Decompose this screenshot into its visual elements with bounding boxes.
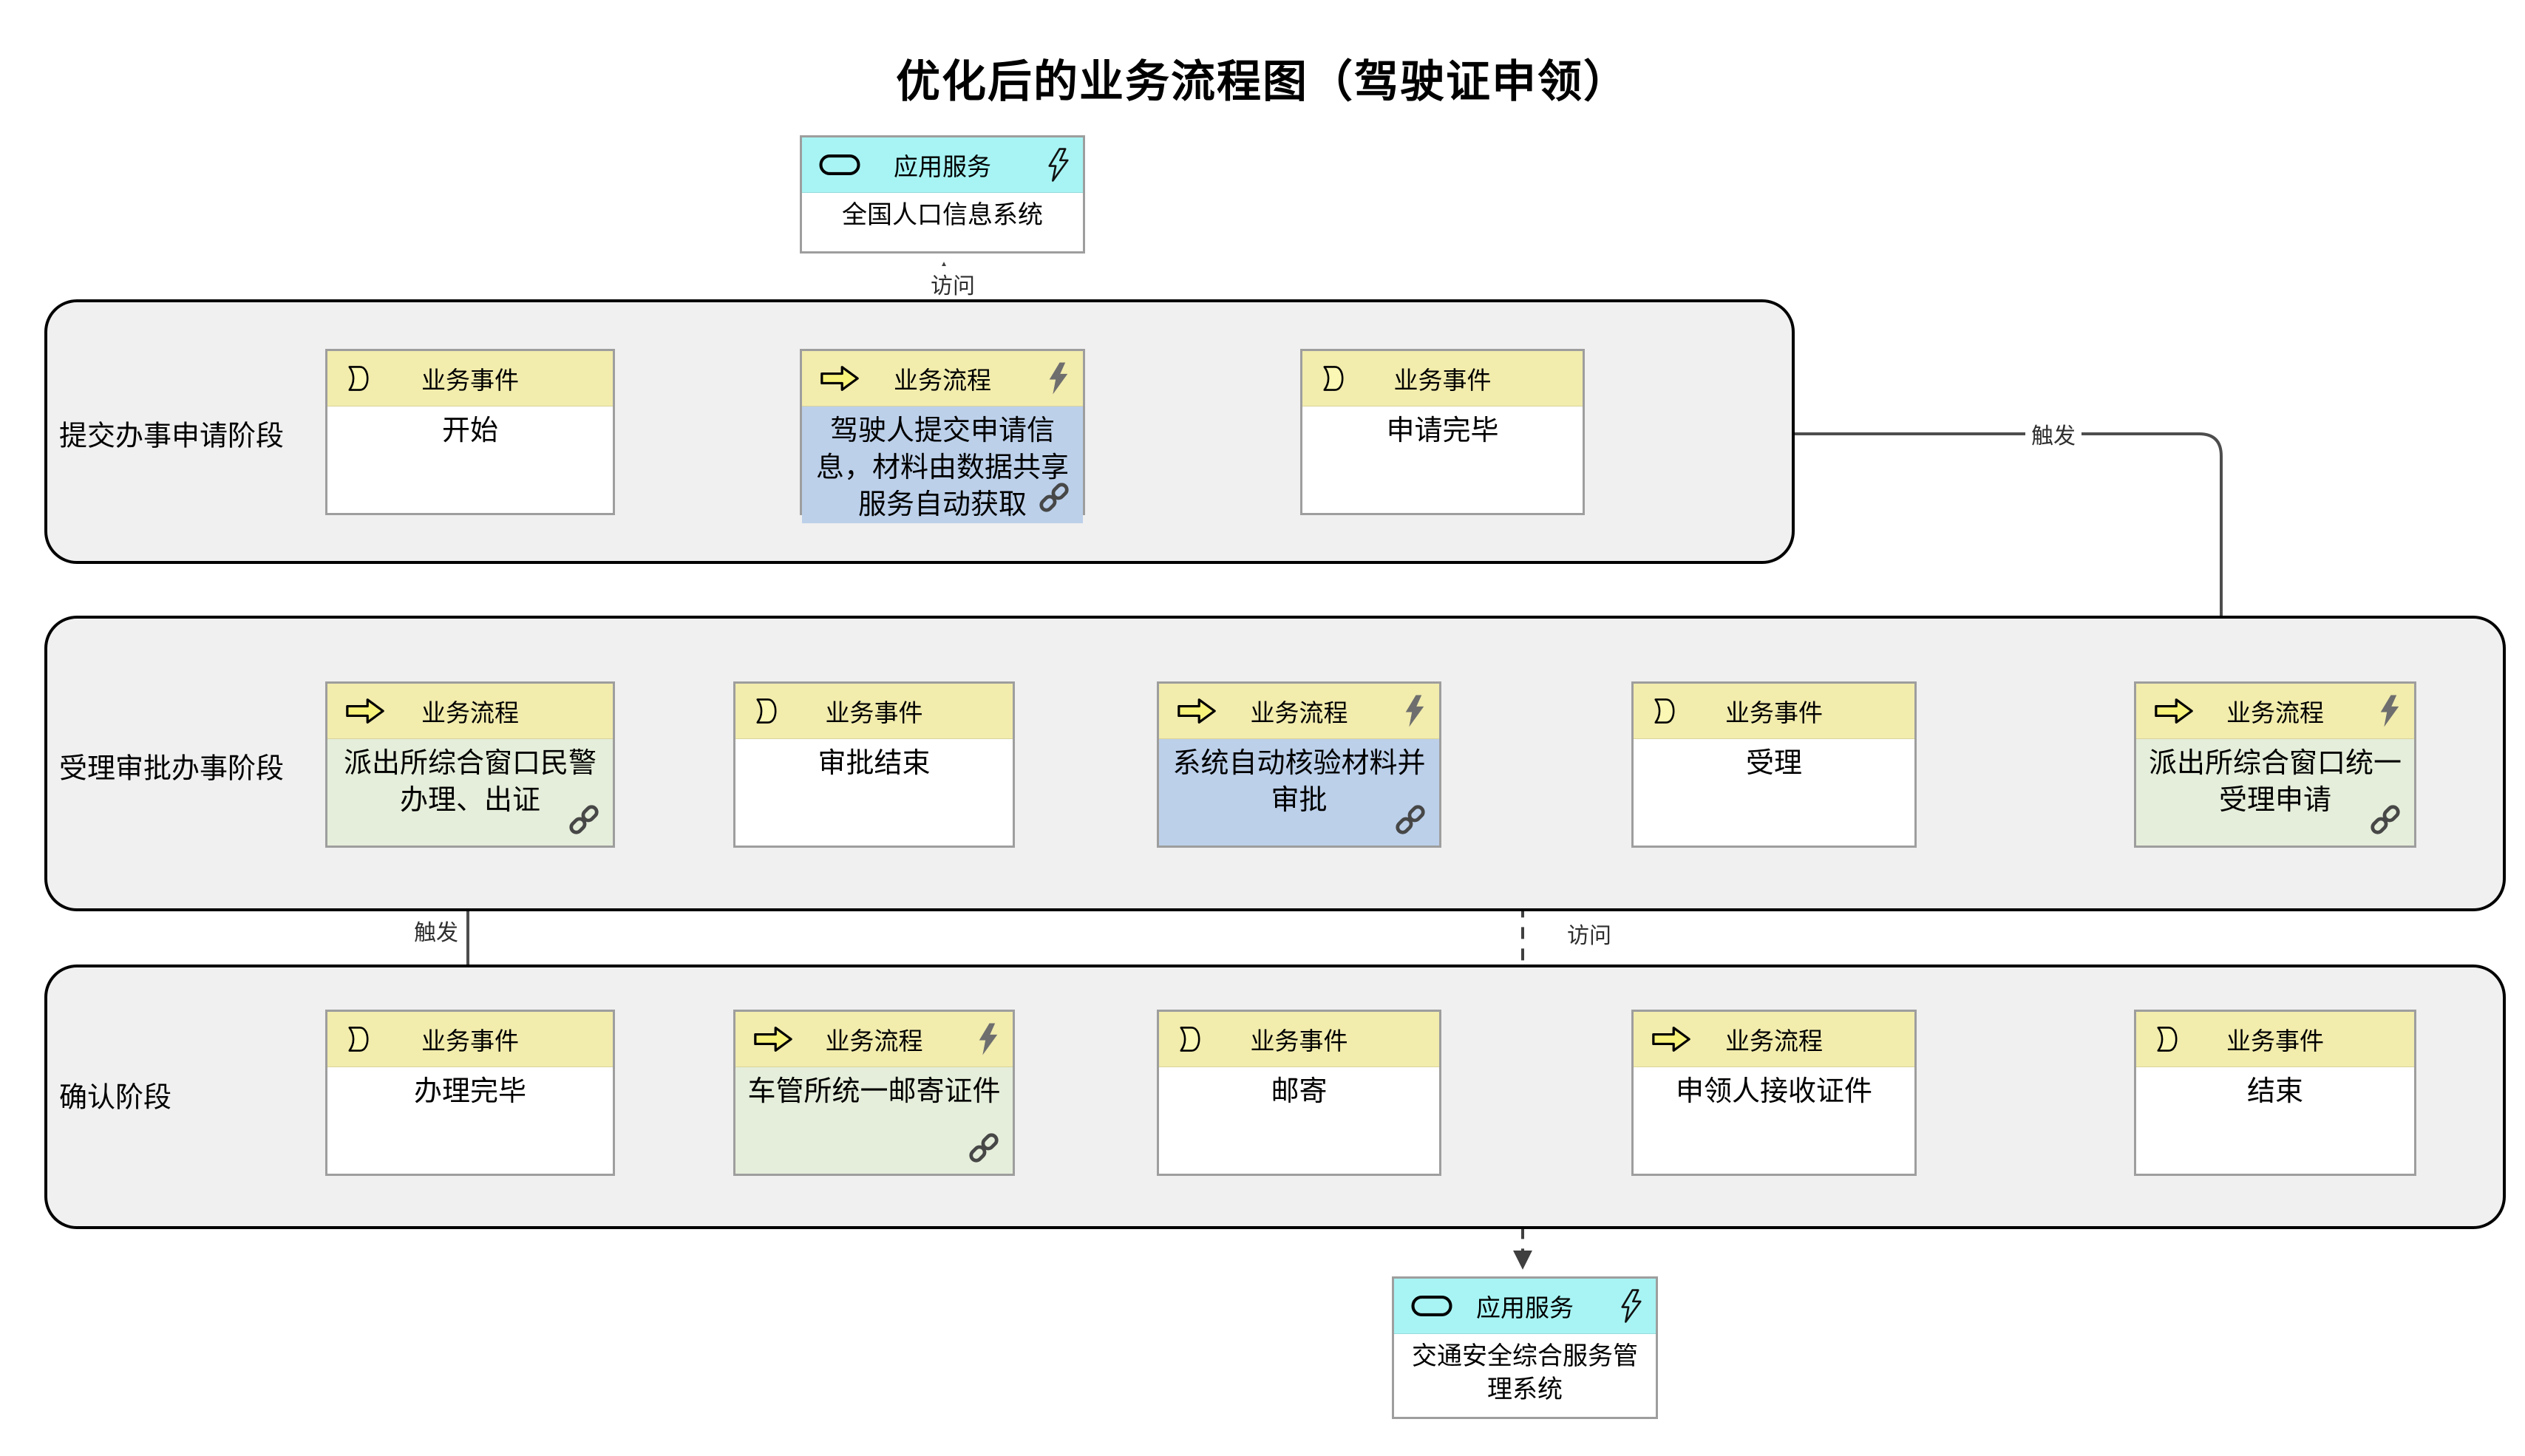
- node-type-label: 业务流程: [2226, 699, 2324, 727]
- node-process-system-auto-verify[interactable]: 业务流程 系统自动核验材料并审批: [1157, 681, 1441, 848]
- node-type-label: 业务事件: [1725, 699, 1823, 727]
- lane-label-submit-application-phase: 提交办事申请阶段: [59, 421, 285, 452]
- node-name: 申请完毕: [1302, 406, 1583, 513]
- node-event-end[interactable]: 业务事件 结束: [2134, 1010, 2416, 1176]
- lane-label-confirmation-phase: 确认阶段: [59, 1082, 172, 1114]
- business-process-icon: [1652, 1027, 1690, 1052]
- lightning-icon: [1405, 695, 1424, 727]
- link-icon: [1392, 801, 1429, 838]
- business-process-icon: [754, 1027, 792, 1052]
- node-type-label: 业务事件: [1393, 367, 1492, 394]
- node-type-label: 业务流程: [421, 699, 519, 727]
- node-type-label: 业务事件: [825, 699, 923, 727]
- edge-label-trigger: 触发: [408, 913, 464, 948]
- link-icon: [565, 801, 602, 838]
- node-name: 邮寄: [1159, 1067, 1439, 1174]
- node-name: 驾驶人提交申请信息，材料由数据共享服务自动获取: [815, 415, 1069, 521]
- link-icon: [2367, 801, 2404, 838]
- node-type-label: 业务流程: [1725, 1027, 1823, 1055]
- node-process-driver-submit-application[interactable]: 业务流程 驾驶人提交申请信息，材料由数据共享服务自动获取: [800, 349, 1085, 524]
- business-event-icon: [348, 366, 369, 391]
- node-name: 交通安全综合服务管理系统: [1394, 1334, 1656, 1417]
- node-type-label: 业务流程: [825, 1027, 923, 1055]
- node-name: 派出所综合窗口民警办理、出证: [343, 748, 597, 817]
- lightning-outline-icon: [1048, 148, 1069, 182]
- node-event-approval-finished[interactable]: 业务事件 审批结束: [733, 681, 1015, 848]
- node-name: 办理完毕: [327, 1067, 613, 1174]
- business-process-icon: [1177, 698, 1216, 724]
- node-process-dmv-mail-license[interactable]: 业务流程 车管所统一邮寄证件: [733, 1010, 1015, 1176]
- node-event-start[interactable]: 业务事件 开始: [325, 349, 615, 515]
- lightning-icon: [1049, 362, 1068, 395]
- business-event-icon: [348, 1027, 369, 1052]
- node-name: 系统自动核验材料并审批: [1172, 748, 1426, 817]
- node-application-service-population-system[interactable]: 应用服务 全国人口信息系统: [800, 135, 1085, 254]
- lightning-outline-icon: [1621, 1289, 1642, 1323]
- node-event-processing-complete[interactable]: 业务事件 办理完毕: [325, 1010, 615, 1176]
- link-icon: [965, 1129, 1002, 1166]
- lane-label-acceptance-approval-phase: 受理审批办事阶段: [59, 753, 285, 785]
- link-icon: [1036, 479, 1073, 516]
- node-name: 车管所统一邮寄证件: [747, 1076, 1001, 1107]
- node-name: 审批结束: [735, 739, 1013, 846]
- node-name: 受理: [1634, 739, 1914, 846]
- node-application-service-traffic-system[interactable]: 应用服务 交通安全综合服务管理系统: [1392, 1276, 1658, 1419]
- node-type-label: 业务流程: [1250, 699, 1348, 727]
- edge-label-access: 访问: [1561, 916, 1617, 951]
- business-event-icon: [2157, 1027, 2178, 1052]
- node-name: 派出所综合窗口统一受理申请: [2148, 748, 2402, 817]
- node-type-label: 业务事件: [421, 367, 519, 394]
- node-name: 全国人口信息系统: [802, 193, 1083, 251]
- node-name: 开始: [327, 406, 613, 513]
- application-service-icon: [1410, 1293, 1453, 1319]
- business-event-icon: [1323, 366, 1344, 391]
- edge-label-trigger: 触发: [2025, 416, 2081, 452]
- node-type-label: 业务事件: [2226, 1027, 2324, 1055]
- business-event-icon: [1180, 1027, 1200, 1052]
- node-type-label: 应用服务: [894, 153, 991, 180]
- node-process-unified-acceptance[interactable]: 业务流程 派出所综合窗口统一受理申请: [2134, 681, 2416, 848]
- node-type-label: 业务流程: [894, 367, 991, 394]
- business-process-icon: [2155, 698, 2193, 724]
- lightning-icon: [2380, 695, 2399, 727]
- node-name: 申领人接收证件: [1634, 1067, 1914, 1174]
- node-event-mailed[interactable]: 业务事件 邮寄: [1157, 1010, 1441, 1176]
- business-event-icon: [1654, 698, 1675, 724]
- node-type-label: 业务事件: [1250, 1027, 1348, 1055]
- lightning-icon: [979, 1023, 998, 1055]
- page-title: 优化后的业务流程图（驾驶证申领）: [896, 57, 1629, 106]
- node-process-police-window-issue[interactable]: 业务流程 派出所综合窗口民警办理、出证: [325, 681, 615, 848]
- node-type-label: 应用服务: [1476, 1294, 1574, 1321]
- business-process-icon: [820, 366, 859, 391]
- node-event-accepted[interactable]: 业务事件 受理: [1631, 681, 1917, 848]
- business-event-icon: [756, 698, 777, 724]
- business-process-icon: [346, 698, 384, 724]
- node-event-application-complete[interactable]: 业务事件 申请完毕: [1300, 349, 1585, 515]
- node-process-applicant-receives-license[interactable]: 业务流程 申领人接收证件: [1631, 1010, 1917, 1176]
- application-service-icon: [818, 152, 861, 177]
- node-name: 结束: [2136, 1067, 2414, 1174]
- edge-label-access: 访问: [925, 266, 981, 302]
- node-type-label: 业务事件: [421, 1027, 519, 1055]
